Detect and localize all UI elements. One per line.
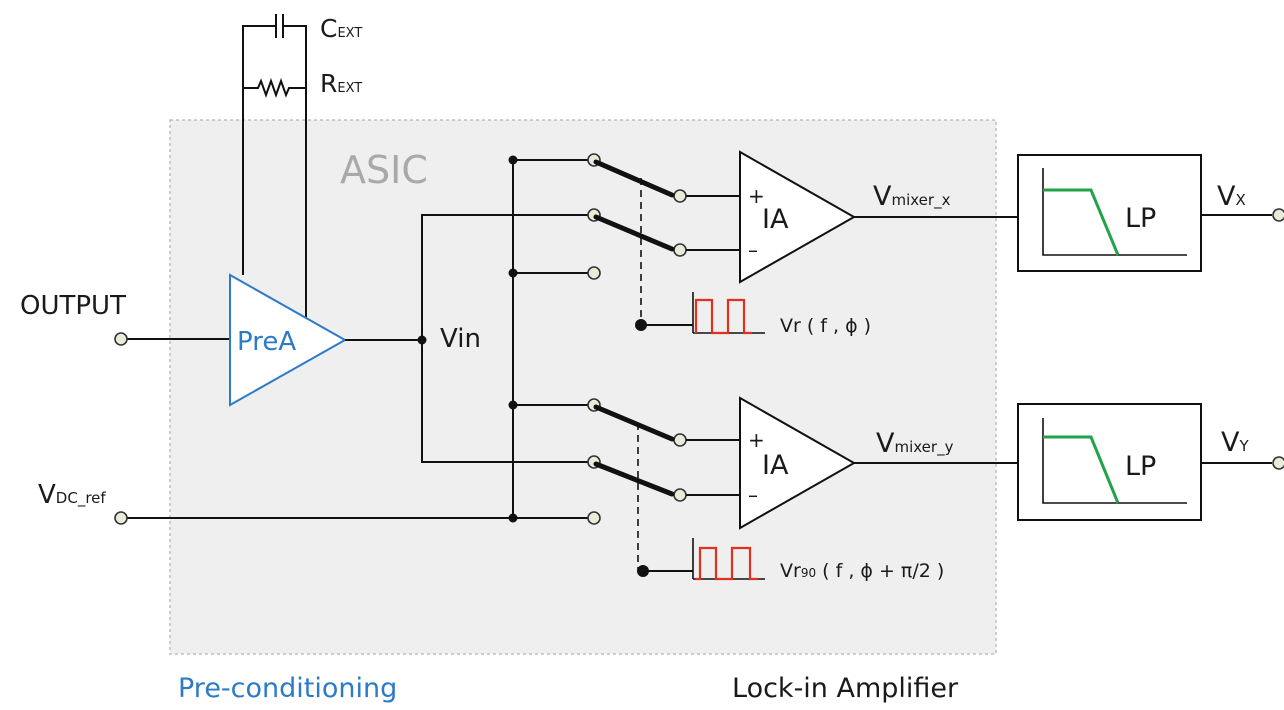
asic-region xyxy=(169,119,997,655)
vmixer-x-label: Vmixer_x xyxy=(873,181,951,212)
switch-blade-y1 xyxy=(593,404,675,442)
ia-amplifier-y xyxy=(739,396,857,530)
lp-label-x: LP xyxy=(1125,203,1156,234)
switch-blade-x2 xyxy=(593,214,675,252)
svg-text:+: + xyxy=(748,184,765,208)
square-wave-vr90 xyxy=(692,538,765,581)
prea-amplifier xyxy=(229,273,348,407)
lp-filter-x xyxy=(1017,154,1202,272)
ia-amplifier-x xyxy=(739,150,857,284)
svg-text:+: + xyxy=(748,428,765,452)
vy-terminal[interactable] xyxy=(1272,456,1284,470)
vr90-label: Vr90 ( f , ϕ + π/2 ) xyxy=(780,560,944,582)
output-terminal[interactable] xyxy=(114,332,128,346)
output-label: OUTPUT xyxy=(20,291,126,321)
vdc-ref-label: VDC_ref xyxy=(38,480,106,510)
svg-text:–: – xyxy=(748,238,758,262)
vin-label: Vin xyxy=(440,324,481,354)
asic-label: ASIC xyxy=(340,148,428,192)
vr-label: Vr ( f , ϕ ) xyxy=(780,315,871,337)
ia-label-y: IA xyxy=(762,450,789,481)
vmixer-y-label: Vmixer_y xyxy=(876,428,954,459)
lock-in-amplifier-caption: Lock-in Amplifier xyxy=(732,673,959,704)
switch-terminal xyxy=(673,243,687,257)
switch-terminal xyxy=(673,488,687,502)
rext-label: REXT xyxy=(320,69,362,98)
switch-blade-x1 xyxy=(593,159,675,198)
feedback-network xyxy=(242,14,307,318)
lp-label-y: LP xyxy=(1125,451,1156,482)
vy-label: VY xyxy=(1221,427,1249,458)
lp-filter-y xyxy=(1017,403,1202,521)
vdc-ref-terminal[interactable] xyxy=(114,511,128,525)
svg-text:–: – xyxy=(748,483,758,507)
prea-label: PreA xyxy=(237,327,296,357)
switch-terminal xyxy=(587,511,601,525)
square-wave-vr xyxy=(692,292,765,335)
switch-terminal xyxy=(587,266,601,280)
switch-terminal xyxy=(673,433,687,447)
vx-label: VX xyxy=(1217,181,1246,212)
switch-blade-y2 xyxy=(593,461,675,497)
cext-label: CEXT xyxy=(320,14,362,43)
vx-terminal[interactable] xyxy=(1272,208,1284,222)
pre-conditioning-caption: Pre-conditioning xyxy=(178,673,397,704)
switch-terminal xyxy=(673,189,687,203)
ia-label-x: IA xyxy=(762,204,789,235)
